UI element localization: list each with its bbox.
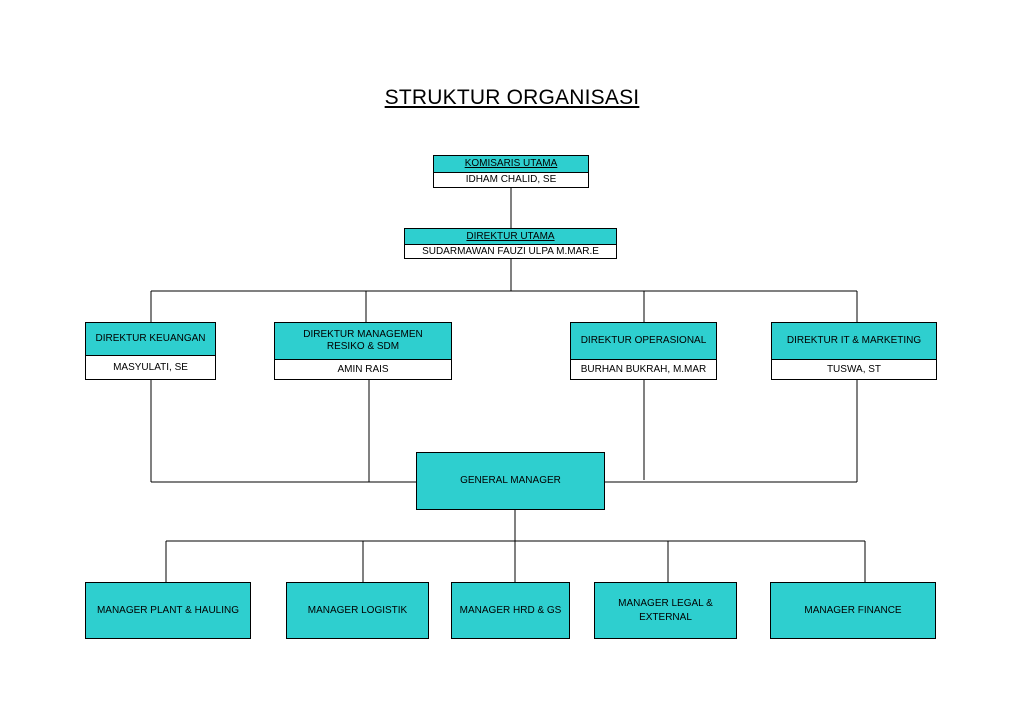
node-direktur-managemen-resiko: DIREKTUR MANAGEMEN RESIKO & SDM AMIN RAI… (274, 322, 452, 380)
node-role: GENERAL MANAGER (460, 475, 561, 486)
node-role: DIREKTUR KEUANGAN (95, 333, 206, 344)
node-role: DIREKTUR MANAGEMEN RESIKO & SDM (303, 329, 423, 352)
node-role: MANAGER PLANT & HAULING (96, 604, 240, 616)
node-person: IDHAM CHALID, SE (465, 174, 557, 185)
node-komisaris-utama: KOMISARIS UTAMA IDHAM CHALID, SE (433, 155, 589, 188)
node-role: KOMISARIS UTAMA (464, 158, 558, 169)
node-role: MANAGER HRD & GS (459, 604, 562, 616)
node-person: TUSWA, ST (826, 363, 882, 375)
node-direktur-operasional: DIREKTUR OPERASIONAL BURHAN BUKRAH, M.MA… (570, 322, 717, 380)
page-title: STRUKTUR ORGANISASI (384, 86, 640, 109)
node-manager-hrd-gs: MANAGER HRD & GS (451, 582, 570, 639)
node-person: AMIN RAIS (337, 363, 389, 375)
node-manager-logistik: MANAGER LOGISTIK (286, 582, 429, 639)
node-person: SUDARMAWAN FAUZI ULPA M.MAR.E (422, 245, 599, 257)
node-role: DIREKTUR OPERASIONAL (580, 335, 707, 346)
node-direktur-keuangan: DIREKTUR KEUANGAN MASYULATI, SE (85, 322, 216, 380)
node-role: DIREKTUR UTAMA (466, 230, 555, 242)
node-direktur-utama: DIREKTUR UTAMA SUDARMAWAN FAUZI ULPA M.M… (404, 228, 617, 259)
node-person: MASYULATI, SE (113, 361, 188, 373)
node-role: MANAGER LEGAL & EXTERNAL (618, 597, 713, 623)
node-direktur-it-marketing: DIREKTUR IT & MARKETING TUSWA, ST (771, 322, 937, 380)
node-person: BURHAN BUKRAH, M.MAR (580, 363, 707, 375)
node-manager-legal-external: MANAGER LEGAL & EXTERNAL (594, 582, 737, 639)
node-general-manager: GENERAL MANAGER (416, 452, 605, 510)
node-manager-finance: MANAGER FINANCE (770, 582, 936, 639)
node-role: MANAGER LOGISTIK (307, 604, 408, 616)
node-role: DIREKTUR IT & MARKETING (786, 335, 922, 346)
node-manager-plant-hauling: MANAGER PLANT & HAULING (85, 582, 251, 639)
node-role: MANAGER FINANCE (804, 604, 902, 616)
